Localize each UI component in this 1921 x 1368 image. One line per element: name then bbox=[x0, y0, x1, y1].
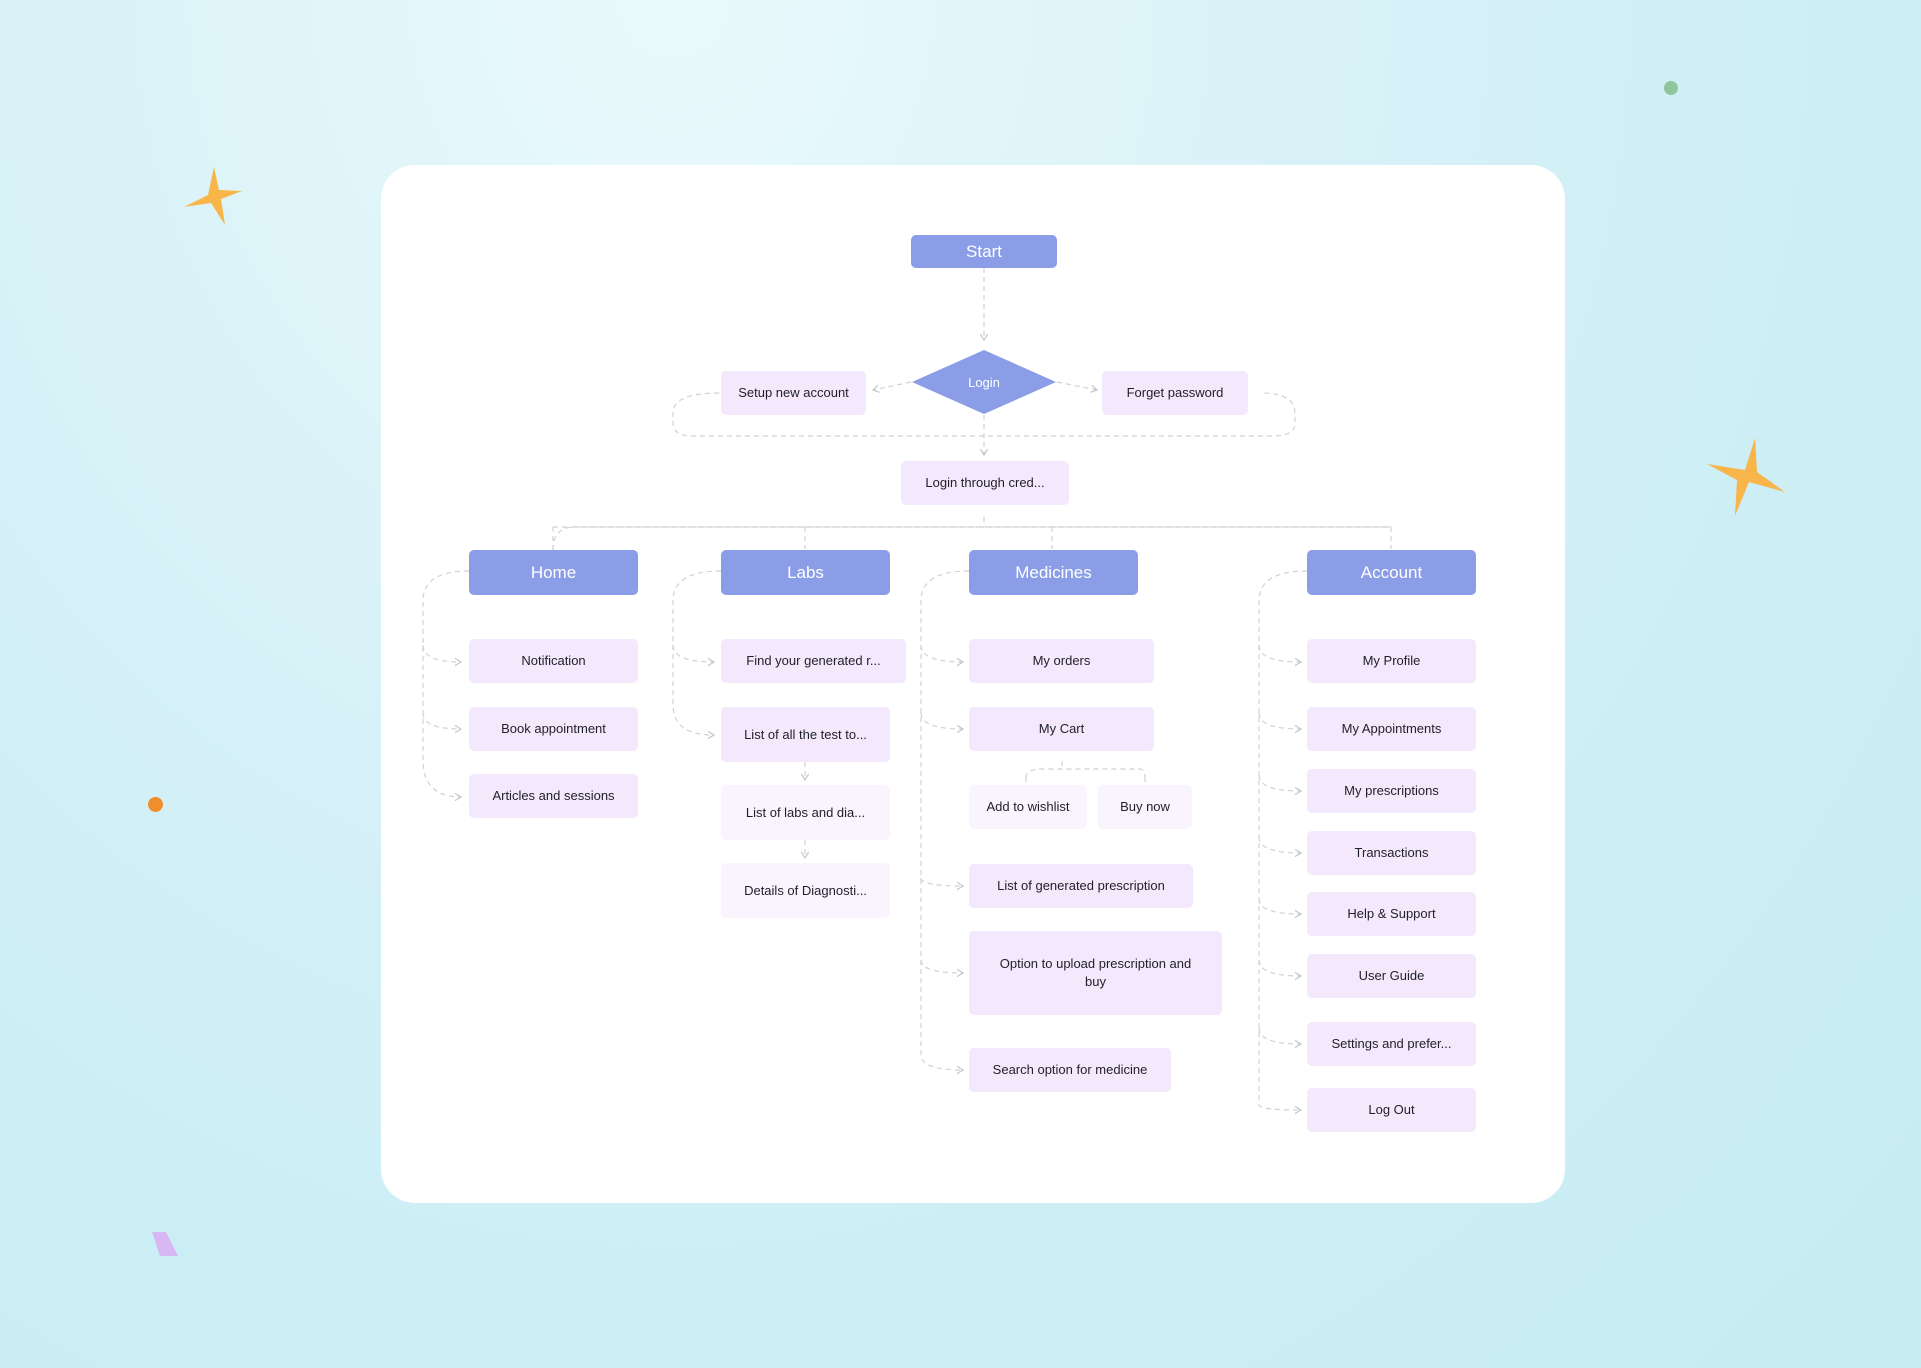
orange-dot bbox=[148, 797, 163, 812]
login-credentials-node: Login through cred... bbox=[901, 461, 1069, 505]
medicines-item-buy-now: Buy now bbox=[1098, 785, 1192, 829]
labs-item-details-diagnostic: Details of Diagnosti... bbox=[721, 863, 890, 918]
medicines-item-generated-prescription: List of generated prescription bbox=[969, 864, 1193, 908]
medicines-item-search-medicine: Search option for medicine bbox=[969, 1048, 1171, 1092]
medicines-section-header: Medicines bbox=[969, 550, 1138, 595]
start-node: Start bbox=[911, 235, 1057, 268]
account-section-header: Account bbox=[1307, 550, 1476, 595]
login-decision-node: Login bbox=[911, 349, 1057, 415]
labs-section-header: Labs bbox=[721, 550, 890, 595]
account-item-user-guide: User Guide bbox=[1307, 954, 1476, 998]
account-item-help-support: Help & Support bbox=[1307, 892, 1476, 936]
star-decoration-left bbox=[184, 167, 242, 225]
labs-item-list-labs: List of labs and dia... bbox=[721, 785, 890, 840]
account-item-log-out: Log Out bbox=[1307, 1088, 1476, 1132]
account-item-my-prescriptions: My prescriptions bbox=[1307, 769, 1476, 813]
account-item-my-profile: My Profile bbox=[1307, 639, 1476, 683]
medicines-item-my-cart: My Cart bbox=[969, 707, 1154, 751]
green-dot bbox=[1664, 81, 1678, 95]
flowchart-card: Start Login Setup new account Forget pas… bbox=[381, 165, 1565, 1203]
labs-item-list-tests: List of all the test to... bbox=[721, 707, 890, 762]
home-section-header: Home bbox=[469, 550, 638, 595]
login-diamond-shape bbox=[912, 350, 1056, 414]
forget-password-node: Forget password bbox=[1102, 371, 1248, 415]
medicines-item-add-to-wishlist: Add to wishlist bbox=[969, 785, 1087, 829]
login-label: Login bbox=[968, 374, 1000, 390]
medicines-item-my-orders: My orders bbox=[969, 639, 1154, 683]
home-item-book-appointment: Book appointment bbox=[469, 707, 638, 751]
setup-new-account-node: Setup new account bbox=[721, 371, 866, 415]
account-item-my-appointments: My Appointments bbox=[1307, 707, 1476, 751]
medicines-item-upload-prescription: Option to upload prescription and buy bbox=[969, 931, 1222, 1015]
account-item-settings: Settings and prefer... bbox=[1307, 1022, 1476, 1066]
home-item-articles-sessions: Articles and sessions bbox=[469, 774, 638, 818]
account-item-transactions: Transactions bbox=[1307, 831, 1476, 875]
star-decoration-right bbox=[1707, 438, 1785, 516]
labs-item-find-generated: Find your generated r... bbox=[721, 639, 906, 683]
purple-parallelogram bbox=[152, 1232, 178, 1256]
home-item-notification: Notification bbox=[469, 639, 638, 683]
